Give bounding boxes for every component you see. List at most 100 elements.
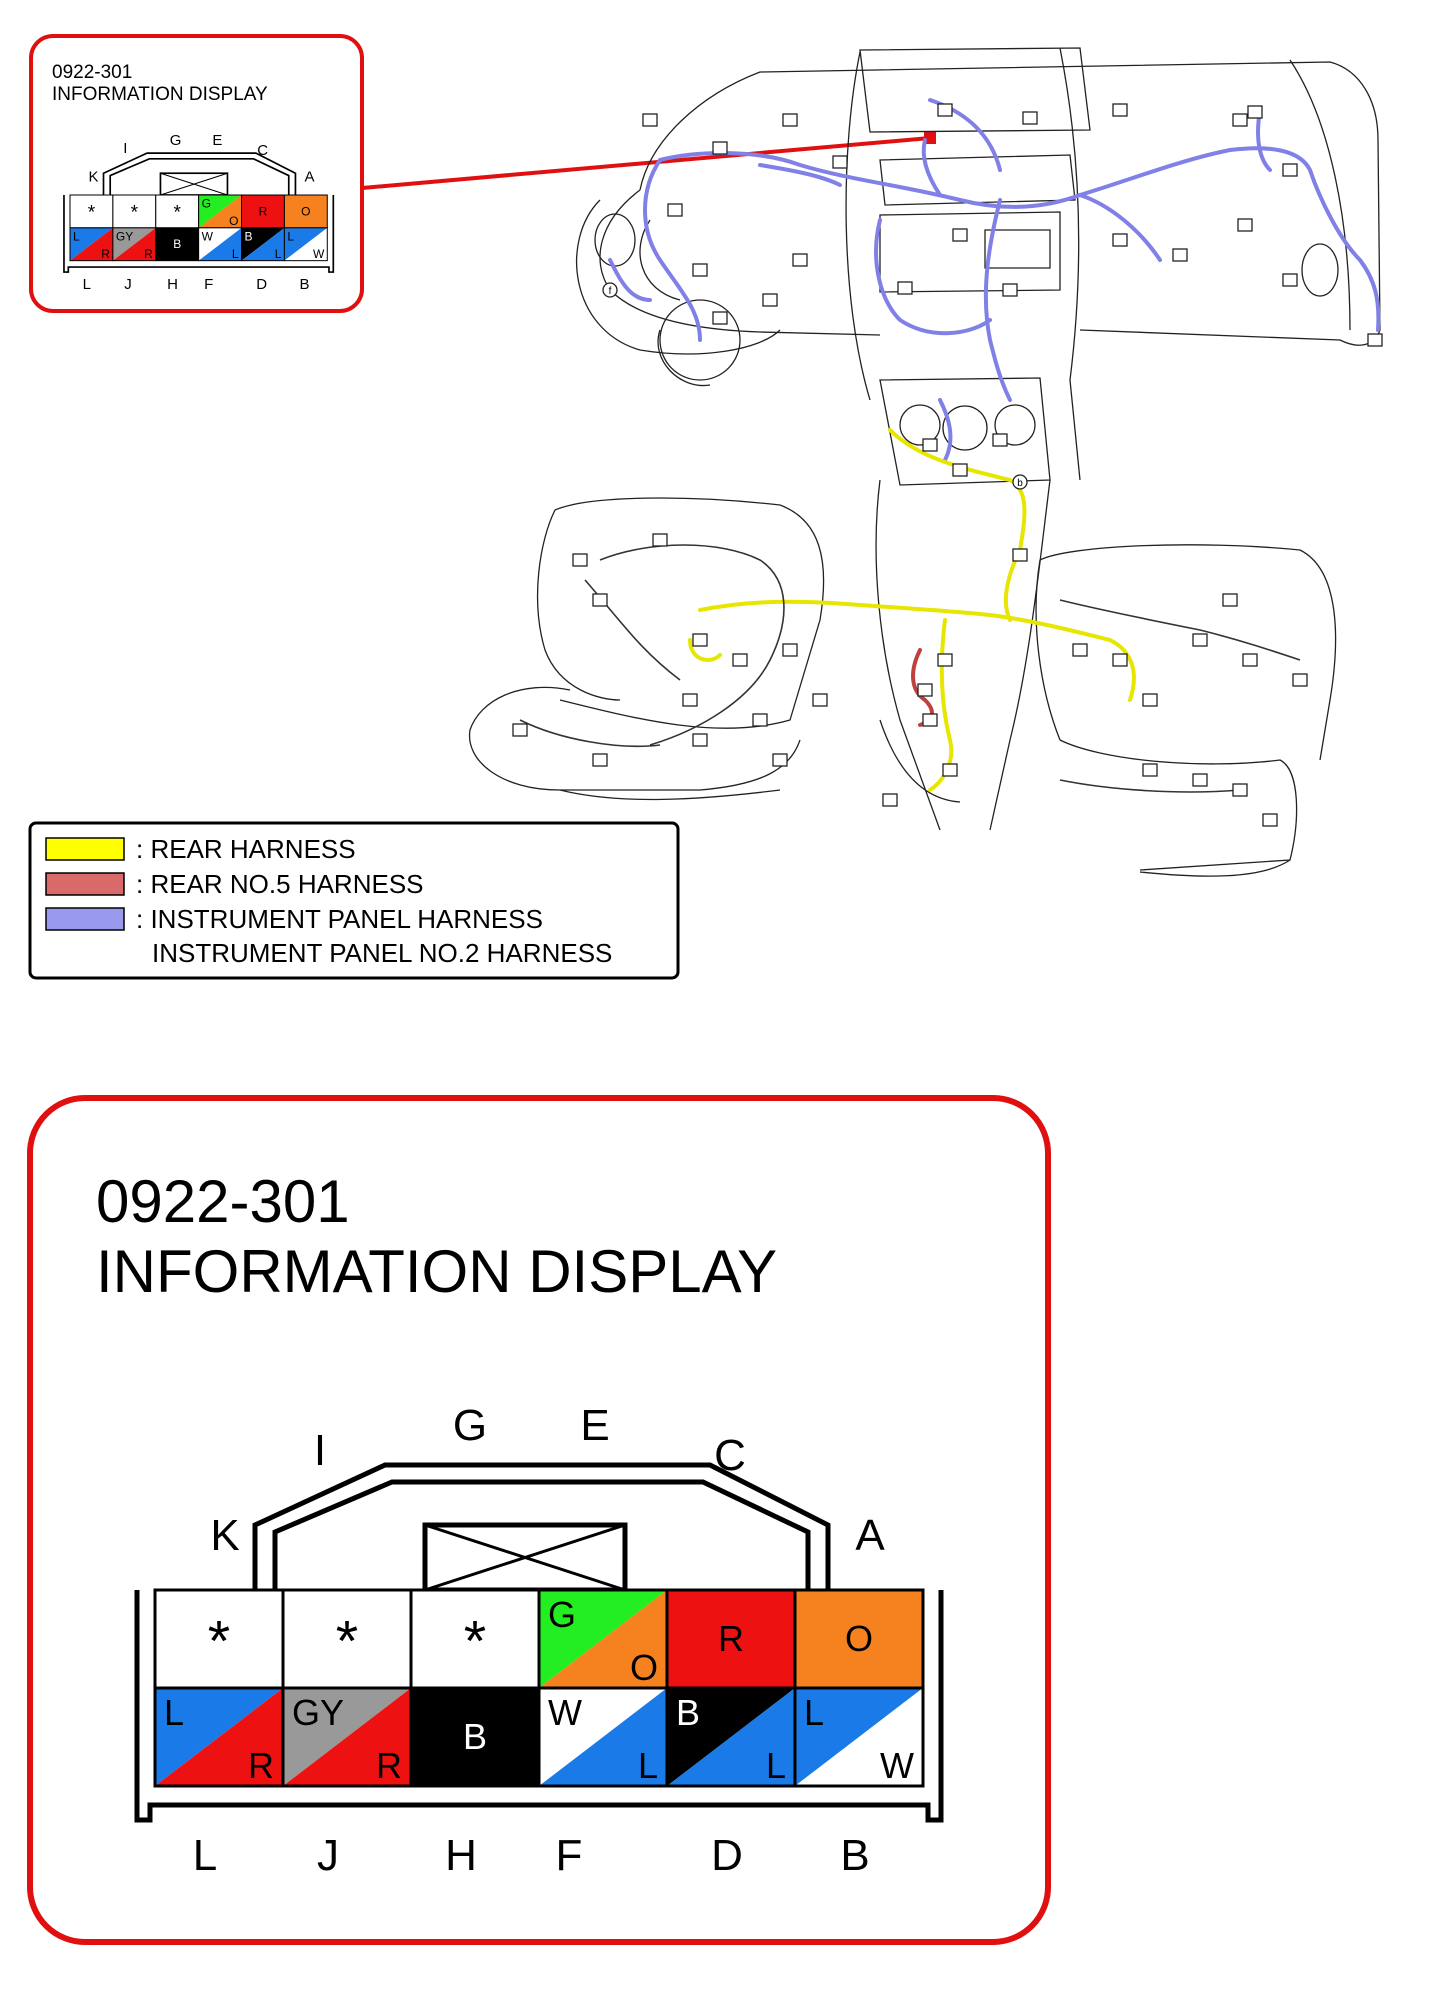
harness-connector-block [712, 141, 728, 155]
harness-connector-block [942, 763, 958, 777]
harness-connector-block [792, 253, 808, 267]
harness-connector-block [1022, 111, 1038, 125]
mini-connector-housing [63, 195, 335, 273]
harness-connector-block [712, 311, 728, 325]
mini-connector-pin-D-color-primary: B [245, 229, 253, 243]
connector-pin-L: LR [153, 1686, 285, 1788]
harness-connector-block [1282, 273, 1298, 287]
harness-connector-block [1072, 643, 1088, 657]
harness-connector-block [1237, 218, 1253, 232]
harness-connector-block [1012, 548, 1028, 562]
connector-pin-E: GO [537, 1588, 669, 1690]
mini-connector-pin-D-stripe [241, 227, 285, 261]
harness-connector-block [882, 793, 898, 807]
legend-frame [28, 821, 680, 980]
mini-connector-pin-B-stripe [284, 227, 328, 261]
inset-small-part-number: 0922-301 [52, 62, 132, 83]
connector-pin-G: * [409, 1588, 541, 1690]
mini-connector-pin-I-fill [112, 195, 156, 228]
harness-connector-block [1367, 333, 1383, 347]
mini-connector-pin-C-color: R [259, 204, 268, 218]
vehicle-interior-drawing [468, 47, 1381, 877]
mini-connector-pin-B-color-primary: L [287, 229, 294, 243]
mini-connector-pin-F-stripe [198, 227, 242, 261]
mini-connector-pin-letter-G: G [170, 132, 182, 149]
harness-connector-block [1232, 783, 1248, 797]
connector-pin-letter-F: F [556, 1831, 583, 1880]
connector-pin-L-color-primary: L [164, 1692, 184, 1733]
mini-connector-pin-L-primary [70, 227, 113, 261]
marker-b: b [1012, 474, 1028, 490]
mini-connector-pin-K-fill [70, 195, 113, 228]
connector-pin-B-stripe [795, 1688, 923, 1786]
harness-connector-block [952, 463, 968, 477]
connector-latch-outer [252, 1462, 831, 1590]
harness-connector-block [917, 683, 933, 697]
connector-pin-letter-C: C [714, 1431, 746, 1480]
mini-connector-pin-J-color-primary: GY [116, 229, 133, 243]
harness-connector-block [592, 593, 608, 607]
connector-pin-C: R [665, 1588, 797, 1690]
mini-connector-pin-E-stripe [198, 195, 242, 228]
connector-pin-B-color-stripe: W [880, 1745, 914, 1786]
harness-connector-block [1222, 593, 1238, 607]
harness-connector-block [1112, 653, 1128, 667]
harness-connector-block [952, 228, 968, 242]
harness-connector-block [1192, 773, 1208, 787]
legend-swatch-rear [45, 837, 125, 861]
connector-pin-A-fill [795, 1590, 923, 1688]
marker-f-label: f [609, 286, 612, 297]
mini-connector-pin-I: * [112, 194, 157, 229]
mini-connector-pin-C: R [241, 194, 285, 229]
harness-connector-block [1292, 673, 1308, 687]
marker-b-label: b [1017, 478, 1023, 489]
connector-pin-J: GYR [281, 1686, 413, 1788]
mini-connector-pin-E-color-primary: G [202, 196, 211, 210]
mini-connector-pin-B-border [283, 227, 328, 262]
pointer-target-connector [924, 132, 936, 144]
connector-pin-E-color-primary: G [548, 1594, 576, 1635]
connector-pin-B-border [793, 1686, 925, 1788]
connector-latch-inner [272, 1479, 811, 1590]
mini-connector-pin-E-color-stripe: O [229, 214, 238, 228]
mini-connector-latch-inner [109, 157, 290, 195]
connector-pin-letter-E: E [580, 1401, 609, 1450]
mini-connector-pin-F-primary [198, 227, 242, 261]
mini-connector-pin-B-primary [284, 227, 328, 261]
harness-connector-block [1192, 633, 1208, 647]
harness-connectors [512, 103, 1383, 827]
instrument-panel-harness-route [608, 98, 1381, 462]
connector-pin-letter-K: K [210, 1511, 239, 1560]
connector-pin-F-color-primary: W [548, 1692, 582, 1733]
mini-connector-pin-I-unused-mark: * [131, 203, 139, 224]
connector-pin-G-fill [411, 1590, 539, 1688]
mini-connector-pin-A-fill [284, 195, 328, 228]
harness-connector-block [922, 438, 938, 452]
inset-small-connector-name: INFORMATION DISPLAY [52, 84, 268, 105]
harness-connector-block [667, 203, 683, 217]
connector-pin-letter-A: A [855, 1511, 885, 1560]
mini-connector-pin-G-unused-mark: * [173, 203, 181, 224]
mini-connector-pin-E-primary [198, 195, 242, 228]
connector-pin-B: LW [793, 1686, 925, 1788]
legend-label-instrument-panel-no2: INSTRUMENT PANEL NO.2 HARNESS [152, 938, 612, 968]
mini-connector-pin-letter-D: D [256, 276, 267, 293]
mini-connector-pin-L-color-primary: L [73, 229, 80, 243]
legend: : REAR HARNESS : REAR NO.5 HARNESS : INS… [28, 821, 680, 980]
mini-connector-pin-letter-J: J [124, 276, 132, 293]
mini-connector-pin-F-color-primary: W [202, 229, 214, 243]
legend-label-rear-no5: : REAR NO.5 HARNESS [136, 869, 424, 899]
connector-pin-H-color: B [463, 1716, 487, 1757]
harness-connector-block [937, 103, 953, 117]
mini-connector-pin-G: * [155, 194, 200, 229]
harness-connector-block [1262, 813, 1278, 827]
mini-connector-pin-L-color-stripe: R [101, 247, 110, 261]
legend-swatch-instrument-panel [45, 907, 125, 931]
marker-f: f [602, 282, 618, 298]
harness-connector-block [752, 713, 768, 727]
mini-connector-pin-F: WL [198, 227, 243, 262]
